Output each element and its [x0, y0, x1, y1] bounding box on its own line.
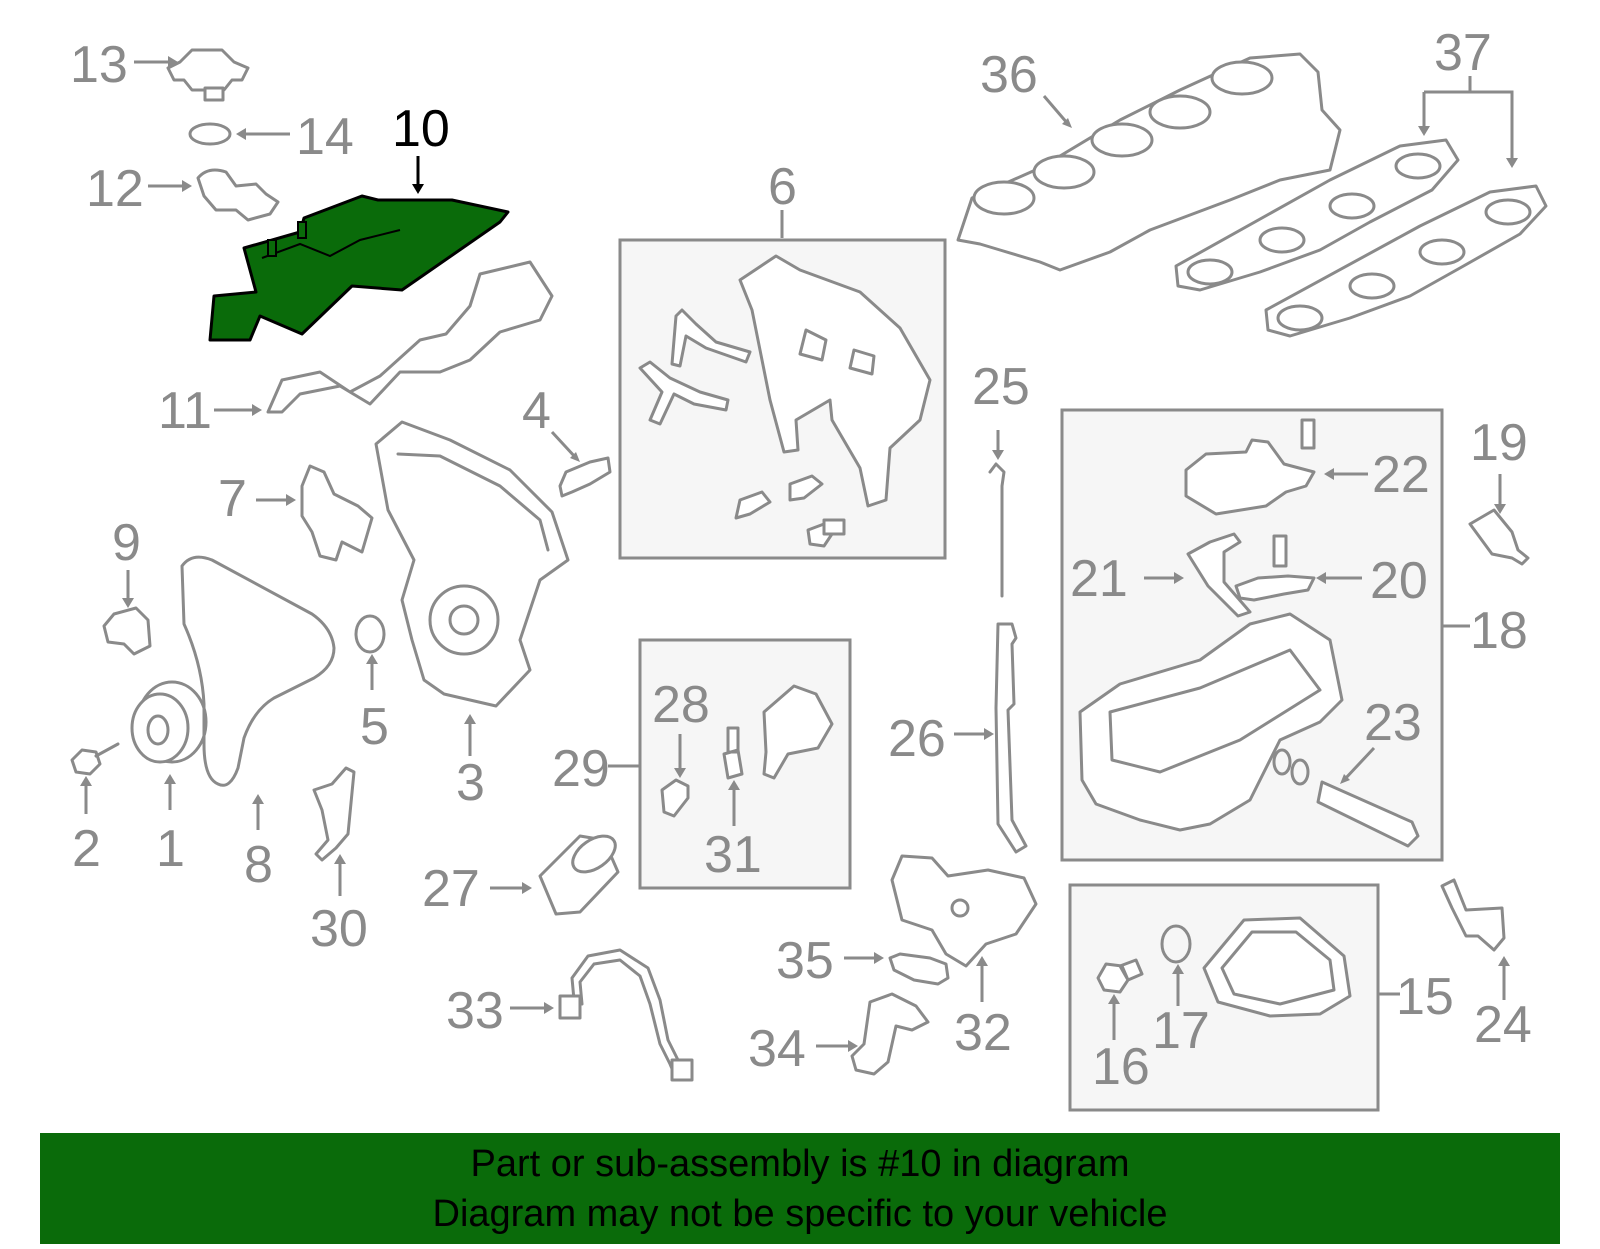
part-2-bolt[interactable] — [70, 742, 120, 776]
label-31: 31 — [704, 826, 762, 884]
label-19: 19 — [1470, 414, 1528, 472]
part-23-plug[interactable] — [1272, 748, 1420, 848]
part-33-oil-tube[interactable] — [558, 948, 694, 1082]
leader-36 — [1042, 95, 1070, 125]
part-20-tube[interactable] — [1234, 574, 1316, 602]
label-7: 7 — [218, 470, 247, 528]
part-29-oil-filter-housing[interactable] — [762, 684, 834, 780]
label-25: 25 — [972, 358, 1030, 416]
label-24: 24 — [1474, 996, 1532, 1054]
part-1-crank-pulley[interactable] — [130, 680, 208, 764]
footer-line-2: Diagram may not be specific to your vehi… — [432, 1193, 1168, 1235]
label-6: 6 — [768, 158, 797, 216]
part-32-oil-pump[interactable] — [890, 854, 1038, 968]
part-4-sensor[interactable] — [558, 456, 612, 498]
label-1: 1 — [156, 820, 185, 878]
part-20-bolt[interactable] — [1272, 534, 1288, 568]
label-33: 33 — [446, 982, 504, 1040]
part-15-lower-oil-pan[interactable] — [1202, 916, 1352, 1018]
label-16: 16 — [1092, 1038, 1150, 1096]
part-8-timing-chain[interactable] — [180, 555, 336, 787]
label-9: 9 — [112, 514, 141, 572]
label-35: 35 — [776, 932, 834, 990]
leader-23 — [1342, 746, 1376, 782]
part-14-o-ring[interactable] — [188, 122, 232, 146]
part-24-bracket[interactable] — [1440, 878, 1506, 952]
label-28: 28 — [652, 676, 710, 734]
leader-4 — [550, 430, 578, 460]
part-22-baffle[interactable] — [1184, 438, 1316, 516]
part-31-sensor[interactable] — [722, 726, 744, 780]
label-18: 18 — [1470, 602, 1528, 660]
part-10-valve-cover[interactable] — [208, 194, 510, 342]
part-34-oil-strainer[interactable] — [850, 992, 930, 1076]
part-37-intake-gaskets[interactable] — [1174, 138, 1548, 338]
label-22: 22 — [1372, 446, 1430, 504]
part-25-dipstick[interactable] — [988, 462, 1006, 598]
label-12: 12 — [86, 160, 144, 218]
part-18-upper-oil-pan[interactable] — [1078, 612, 1344, 832]
label-15: 15 — [1396, 968, 1454, 1026]
leader-37 — [1422, 76, 1514, 164]
label-34: 34 — [748, 1020, 806, 1078]
label-14: 14 — [296, 108, 354, 166]
part-30-bracket[interactable] — [312, 766, 356, 862]
label-2: 2 — [72, 820, 101, 878]
label-10: 10 — [392, 100, 450, 158]
label-29: 29 — [552, 740, 610, 798]
label-20: 20 — [1370, 552, 1428, 610]
part-26-dipstick-tube[interactable] — [994, 622, 1028, 854]
part-21-baffle-plate[interactable] — [1186, 532, 1252, 618]
part-9-tensioner[interactable] — [102, 606, 152, 656]
label-17: 17 — [1152, 1002, 1210, 1060]
part-7-solenoid[interactable] — [300, 464, 374, 562]
part-22-bolt[interactable] — [1300, 418, 1316, 450]
label-27: 27 — [422, 860, 480, 918]
label-3: 3 — [456, 754, 485, 812]
label-13: 13 — [70, 36, 128, 94]
part-13-oil-filler-cap[interactable] — [166, 48, 250, 102]
label-4: 4 — [522, 382, 551, 440]
label-5: 5 — [360, 698, 389, 756]
part-16-drain-plug[interactable] — [1096, 958, 1144, 994]
part-17-washer[interactable] — [1160, 924, 1192, 964]
label-30: 30 — [310, 900, 368, 958]
footer-line-1: Part or sub-assembly is #10 in diagram — [470, 1143, 1130, 1185]
label-32: 32 — [954, 1004, 1012, 1062]
part-35-gasket[interactable] — [888, 952, 950, 986]
label-26: 26 — [888, 710, 946, 768]
group-box-29 — [638, 638, 852, 890]
footer-banner: Part or sub-assembly is #10 in diagram D… — [40, 1133, 1560, 1244]
part-3-front-cover[interactable] — [374, 420, 570, 708]
label-36: 36 — [980, 46, 1038, 104]
label-21: 21 — [1070, 550, 1128, 608]
part-19-sensor[interactable] — [1468, 508, 1530, 566]
label-37: 37 — [1434, 24, 1492, 82]
label-11: 11 — [158, 382, 212, 440]
part-11-valve-cover-gasket[interactable] — [266, 260, 554, 414]
label-23: 23 — [1364, 694, 1422, 752]
label-8: 8 — [244, 836, 273, 894]
part-28-fitting[interactable] — [660, 778, 690, 818]
part-6-timing-components[interactable] — [638, 254, 932, 548]
part-12-gasket[interactable] — [196, 168, 280, 222]
part-5-o-ring[interactable] — [354, 614, 386, 654]
part-27-oil-filter[interactable] — [538, 829, 622, 916]
part-36-intake-manifold[interactable] — [956, 52, 1342, 272]
